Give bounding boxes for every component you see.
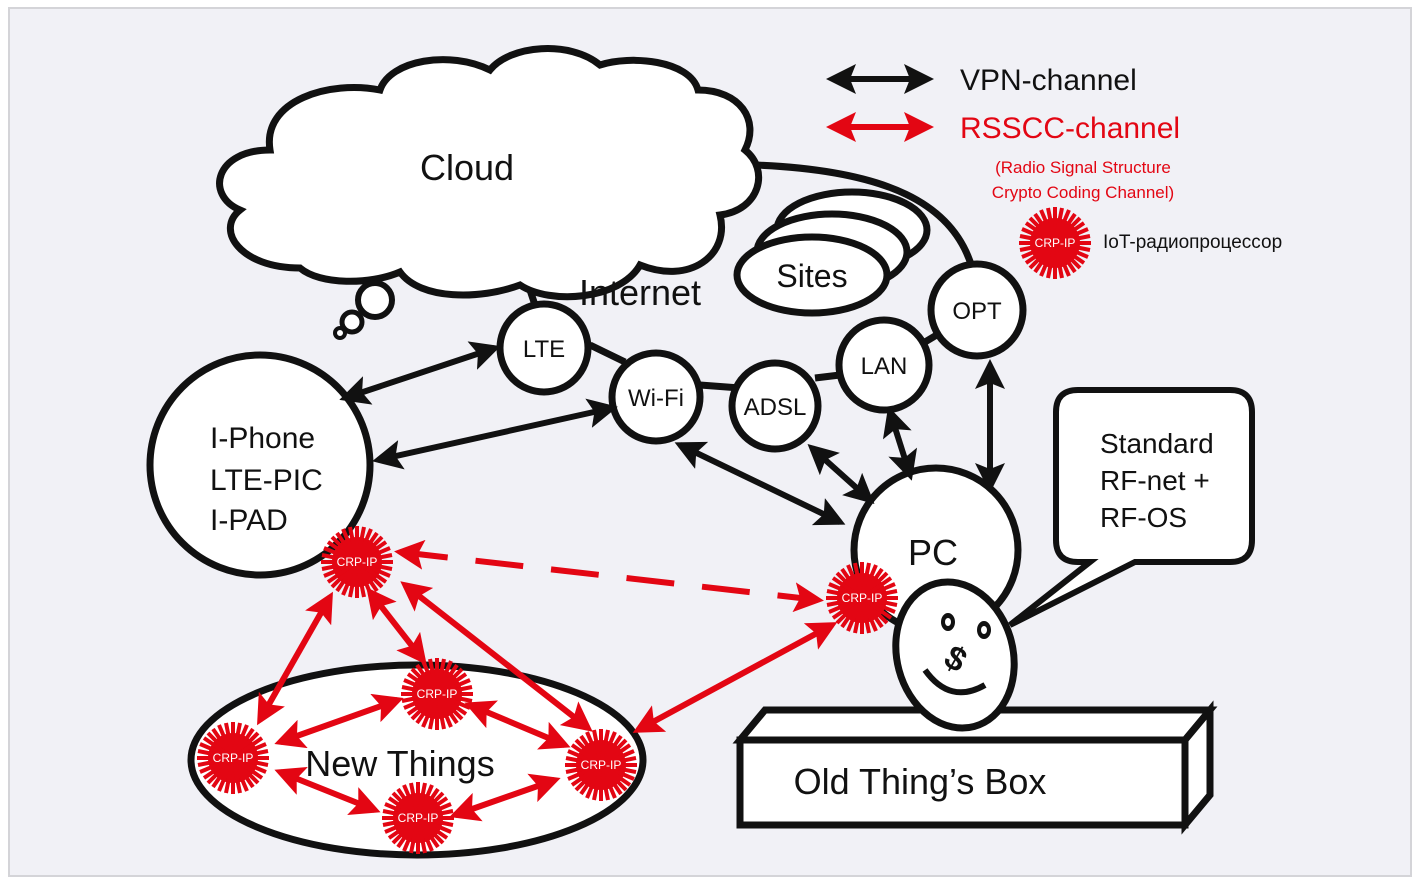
crp-ip-label: CRP-IP <box>398 811 439 825</box>
legend-crp-ip-icon: CRP-IP <box>1017 205 1093 281</box>
crp-ip-thing-bottom[interactable]: CRP-IP <box>380 780 456 856</box>
node-adsl[interactable]: ADSL <box>728 359 822 453</box>
vpn-links <box>339 341 1005 526</box>
speech-bubble: Standard RF-net + RF-OS <box>1008 387 1255 628</box>
legend-rsscc-label: RSSCC-channel <box>960 112 1180 145</box>
node-lte[interactable]: LTE <box>496 300 592 396</box>
node-lan-label: LAN <box>861 353 908 380</box>
speech-line-2: RF-net + <box>1100 465 1210 496</box>
iphone-line-2: LTE-PIC <box>210 464 323 497</box>
legend-vpn-label: VPN-channel <box>960 64 1137 97</box>
cloud-shape: Cloud <box>216 45 763 340</box>
crp-ip-label: CRP-IP <box>1035 236 1076 250</box>
rsscc-links <box>257 539 838 822</box>
face-icon: $ <box>892 578 1018 732</box>
node-iphone[interactable]: I-Phone LTE-PIC I-PAD <box>146 351 374 579</box>
legend-crp-label: IoT-радиопроцессор <box>1103 232 1282 253</box>
crp-ip-label: CRP-IP <box>581 758 622 772</box>
sites-label: Sites <box>776 258 847 294</box>
node-lte-label: LTE <box>523 336 565 363</box>
new-things-label: New Things <box>305 743 494 784</box>
legend-rsscc-desc-2: Crypto Coding Channel) <box>992 183 1174 202</box>
pc-label: PC <box>908 532 958 573</box>
node-wifi-label: Wi-Fi <box>628 385 684 412</box>
node-adsl-label: ADSL <box>744 394 807 421</box>
iphone-line-3: I-PAD <box>210 504 288 537</box>
node-opt[interactable]: OPT <box>927 260 1027 360</box>
legend-rsscc-desc-1: (Radio Signal Structure <box>995 158 1171 177</box>
crp-ip-thing-right[interactable]: CRP-IP <box>563 727 639 803</box>
node-opt-label: OPT <box>952 298 1002 325</box>
old-things-box <box>732 700 1218 835</box>
internet-label: Internet <box>579 272 701 313</box>
old-box-label: Old Thing’s Box <box>794 761 1047 802</box>
speech-line-3: RF-OS <box>1100 502 1187 533</box>
crp-ip-label: CRP-IP <box>417 687 458 701</box>
cloud-opt-link <box>754 161 979 281</box>
legend: VPN-channel RSSCC-channel (Radio Signal … <box>826 64 1282 281</box>
crp-ip-iphone[interactable]: CRP-IP <box>319 524 395 600</box>
crp-ip-label: CRP-IP <box>337 555 378 569</box>
crp-ip-thing-left[interactable]: CRP-IP <box>195 720 271 796</box>
crp-ip-thing-top[interactable]: CRP-IP <box>399 656 475 732</box>
crp-ip-label: CRP-IP <box>842 591 883 605</box>
speech-line-1: Standard <box>1100 428 1214 459</box>
cloud-label: Cloud <box>420 147 514 188</box>
crp-ip-label: CRP-IP <box>213 751 254 765</box>
node-lan[interactable]: LAN <box>835 316 933 414</box>
iphone-line-1: I-Phone <box>210 422 315 455</box>
node-wifi[interactable]: Wi-Fi <box>608 349 704 445</box>
sites-stack <box>733 188 931 317</box>
crp-ip-pc[interactable]: CRP-IP <box>824 560 900 636</box>
